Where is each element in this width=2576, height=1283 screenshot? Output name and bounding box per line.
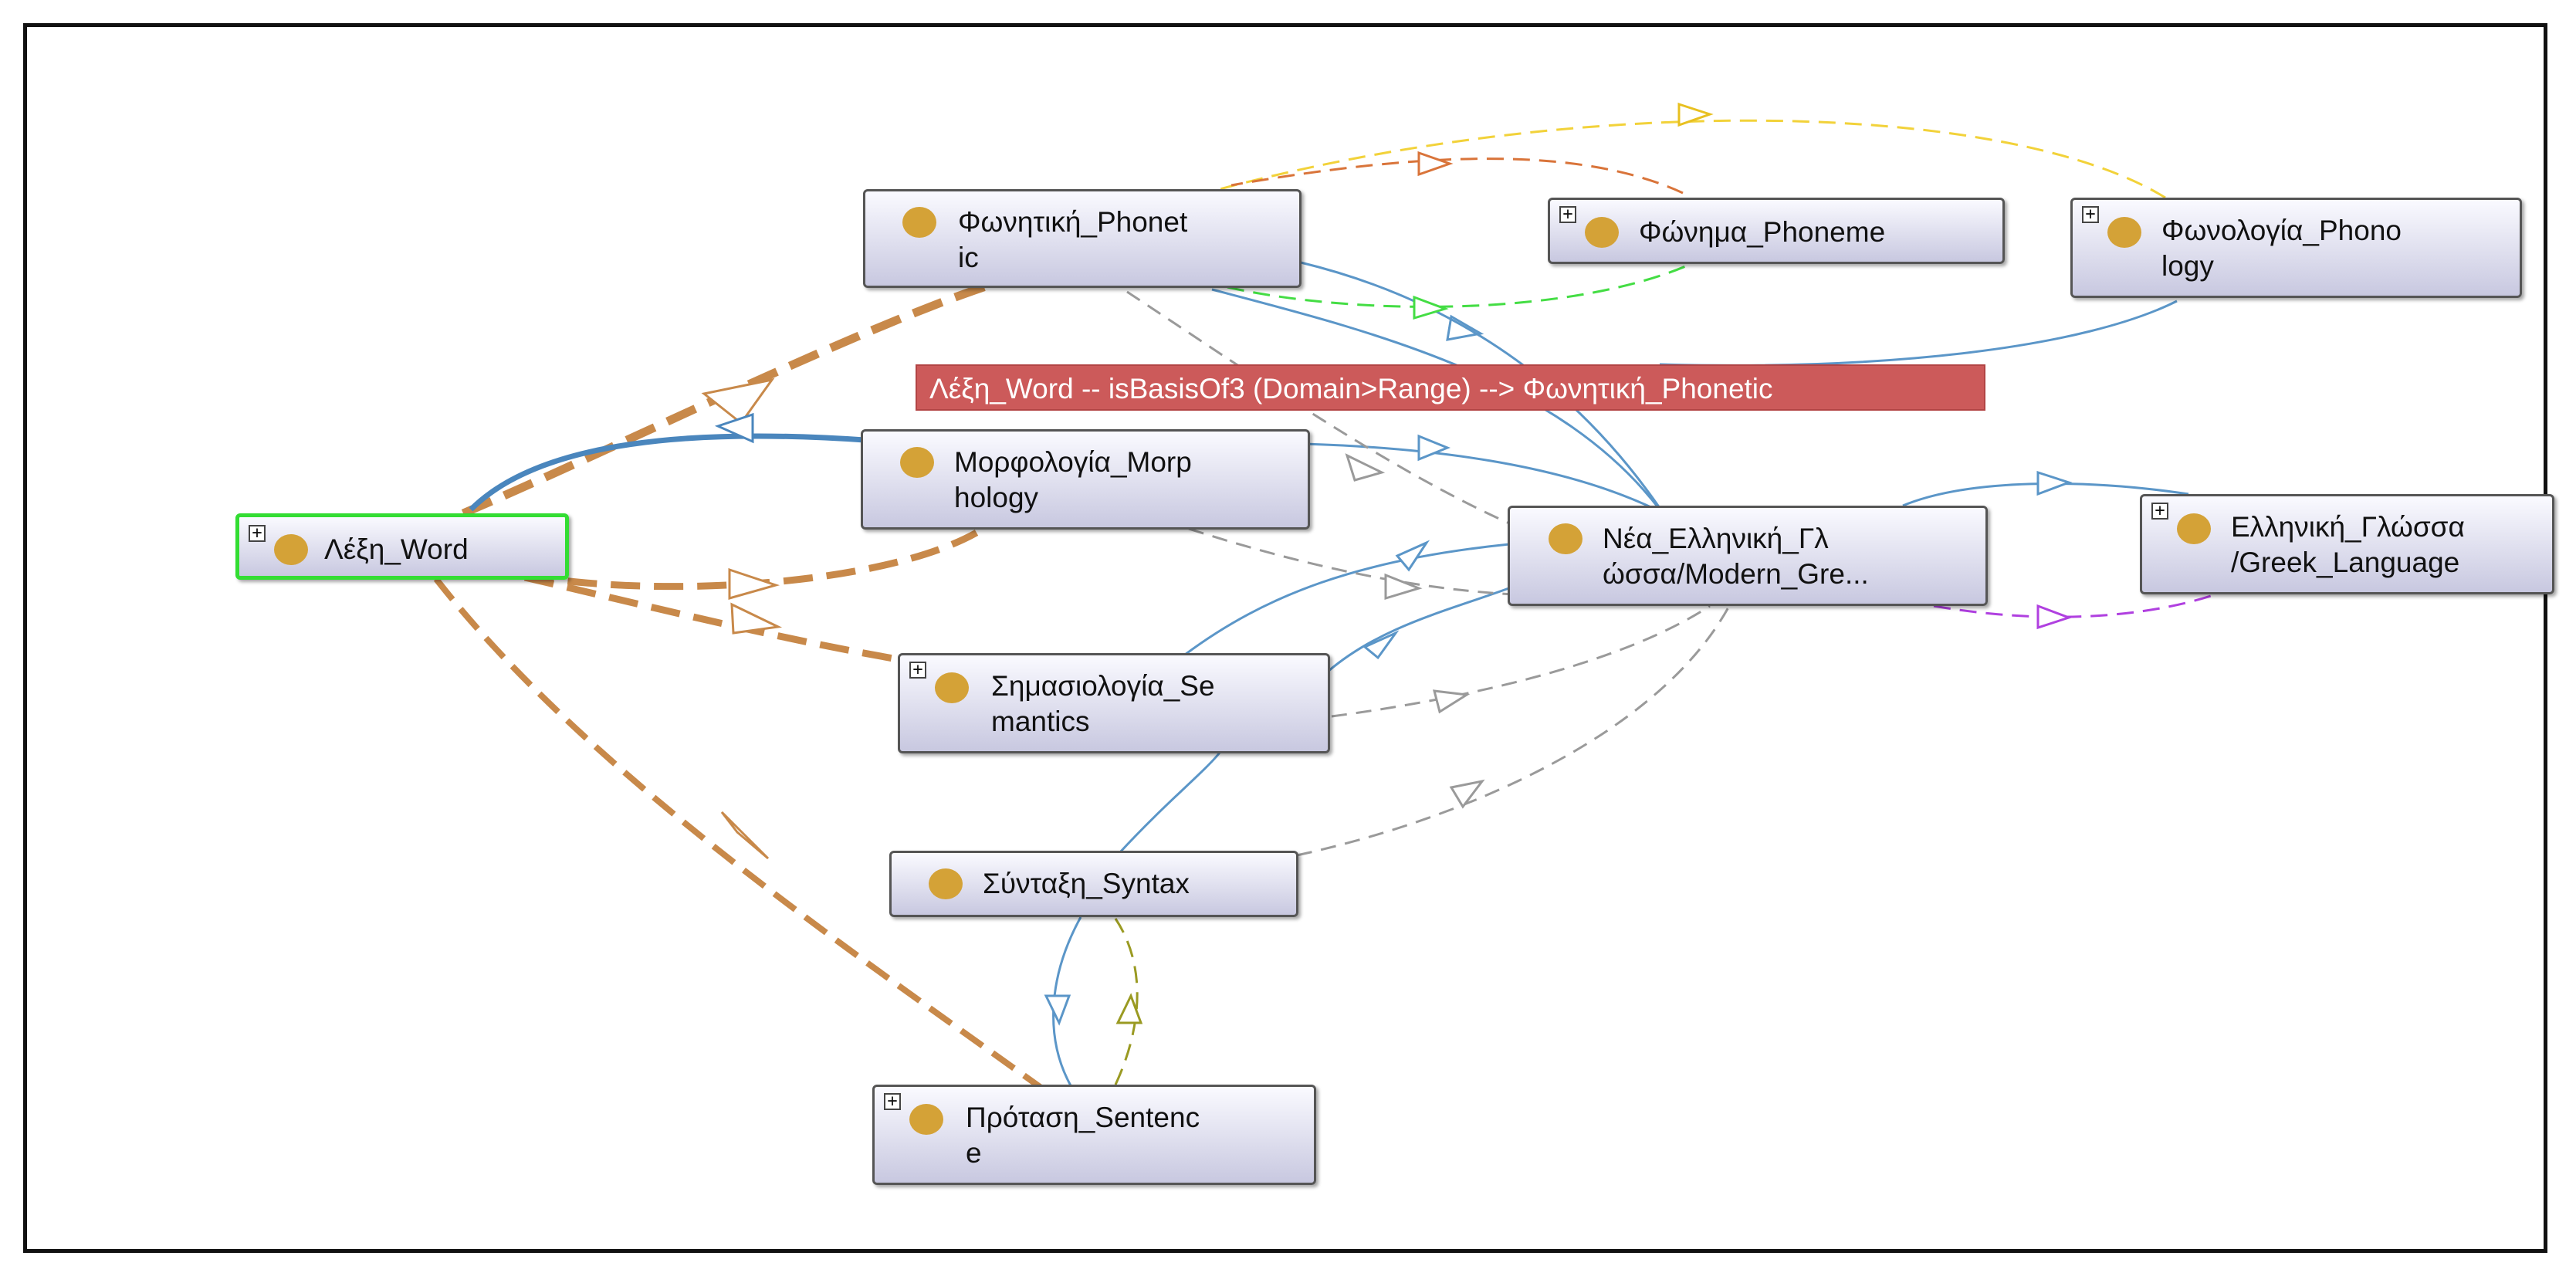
node-label-line1: Πρόταση_Sentenc (966, 1102, 1200, 1133)
node-semantics[interactable]: + Σημασιολογία_Se mantics (898, 653, 1330, 753)
edge-arrow (1413, 295, 1449, 320)
class-icon (909, 1104, 943, 1135)
node-label-line2: hology (954, 482, 1039, 513)
edge-semantics-modern2 (1327, 585, 1514, 673)
edge-arrow (1449, 779, 1485, 809)
expand-icon[interactable]: + (249, 525, 266, 542)
node-label-line2: ώσσα/Modern_Gre... (1603, 558, 1869, 590)
node-greek-language[interactable]: + Ελληνική_Γλώσσα /Greek_Language (2140, 494, 2554, 594)
class-icon (274, 534, 308, 565)
edge-arrow (701, 377, 775, 425)
class-icon (935, 672, 969, 703)
edge-arrow (1044, 994, 1071, 1026)
node-phonetic[interactable]: Φωνητική_Phonet ic (863, 189, 1302, 288)
edge-sentence-olive (1114, 918, 1139, 1085)
expand-icon[interactable]: + (2151, 503, 2168, 520)
edge-morph-modern (1304, 442, 1657, 511)
class-icon (929, 868, 963, 899)
edge-arrow (714, 412, 754, 444)
expand-icon[interactable]: + (2082, 206, 2099, 223)
edge-phonology-yellow (1219, 119, 2166, 199)
edge-arrow (1417, 434, 1450, 462)
edge-arrow (1417, 151, 1454, 177)
edge-word-sentence (433, 577, 1044, 1092)
node-modern-greek[interactable]: Νέα_Ελληνική_Γλ ώσσα/Modern_Gre... (1508, 506, 1988, 606)
edge-arrow (720, 811, 770, 860)
node-sentence[interactable]: + Πρόταση_Sentenc e (872, 1085, 1316, 1185)
node-label-line2: logy (2161, 250, 2214, 282)
edge-arrow (2036, 470, 2073, 496)
edge-arrow (730, 602, 783, 635)
edge-arrow (1677, 102, 1714, 127)
edge-arrow (2036, 604, 2073, 630)
class-icon (1549, 523, 1582, 554)
edge-semantics-gray (1331, 604, 1711, 718)
node-label: Λέξη_Word (324, 533, 469, 565)
class-icon (2107, 217, 2141, 248)
edge-arrow (1432, 689, 1471, 714)
edge-tooltip: Λέξη_Word -- isBasisOf3 (Domain>Range) -… (916, 364, 1985, 411)
edge-word-blue (469, 433, 865, 512)
expand-icon[interactable]: + (909, 662, 926, 679)
edge-phonetic-modern2 (1300, 261, 1661, 509)
node-label-line2: /Greek_Language (2231, 547, 2460, 578)
node-label: Σύνταξη_Syntax (983, 868, 1190, 899)
edge-arrow (1115, 993, 1143, 1024)
class-icon (900, 447, 934, 478)
edge-morph-gray (1188, 527, 1514, 596)
edge-syntax-gray (1296, 605, 1731, 857)
node-morphology[interactable]: Μορφολογία_Morp hology (861, 429, 1310, 530)
node-label-line1: Ελληνική_Γλώσσα (2231, 511, 2465, 543)
node-label-line2: e (966, 1137, 982, 1169)
expand-icon[interactable]: + (1559, 206, 1576, 223)
edge-phonetic-gray (1126, 290, 1514, 526)
node-label-line1: Νέα_Ελληνική_Γλ (1603, 523, 1829, 554)
edge-syntax-semantics (1118, 752, 1221, 855)
edge-arrow (1362, 630, 1400, 660)
node-phoneme[interactable]: + Φώνημα_Phoneme (1548, 198, 2005, 264)
expand-icon[interactable]: + (884, 1093, 901, 1110)
node-syntax[interactable]: Σύνταξη_Syntax (889, 851, 1298, 917)
node-label-line1: Σημασιολογία_Se (991, 670, 1215, 702)
class-icon (1585, 217, 1619, 248)
node-phonology[interactable]: + Φωνολογία_Phono logy (2070, 198, 2522, 298)
node-word[interactable]: + Λέξη_Word (235, 513, 569, 580)
edge-arrow (1384, 573, 1423, 601)
edge-arrow (728, 567, 780, 600)
edge-arrow (1345, 453, 1386, 482)
node-label-line1: Φωνητική_Phonet (958, 206, 1188, 238)
edge-phonology-modern (1659, 300, 2178, 367)
class-icon (2177, 513, 2211, 544)
node-label-line1: Φωνολογία_Phono (2161, 215, 2402, 246)
node-label-line2: mantics (991, 706, 1090, 737)
node-label-line1: Μορφολογία_Morp (954, 446, 1192, 478)
edge-greek-modern (1902, 482, 2189, 507)
edge-word-semantics (523, 574, 908, 665)
class-icon (902, 207, 936, 238)
edge-phoneme-darkorange (1230, 157, 1684, 195)
node-label-line2: ic (958, 242, 979, 273)
edge-arrow (1395, 540, 1430, 572)
node-label: Φώνημα_Phoneme (1639, 216, 1886, 248)
edge-phonetic-green (1227, 261, 1695, 308)
edge-semantics-modern (1184, 543, 1510, 656)
